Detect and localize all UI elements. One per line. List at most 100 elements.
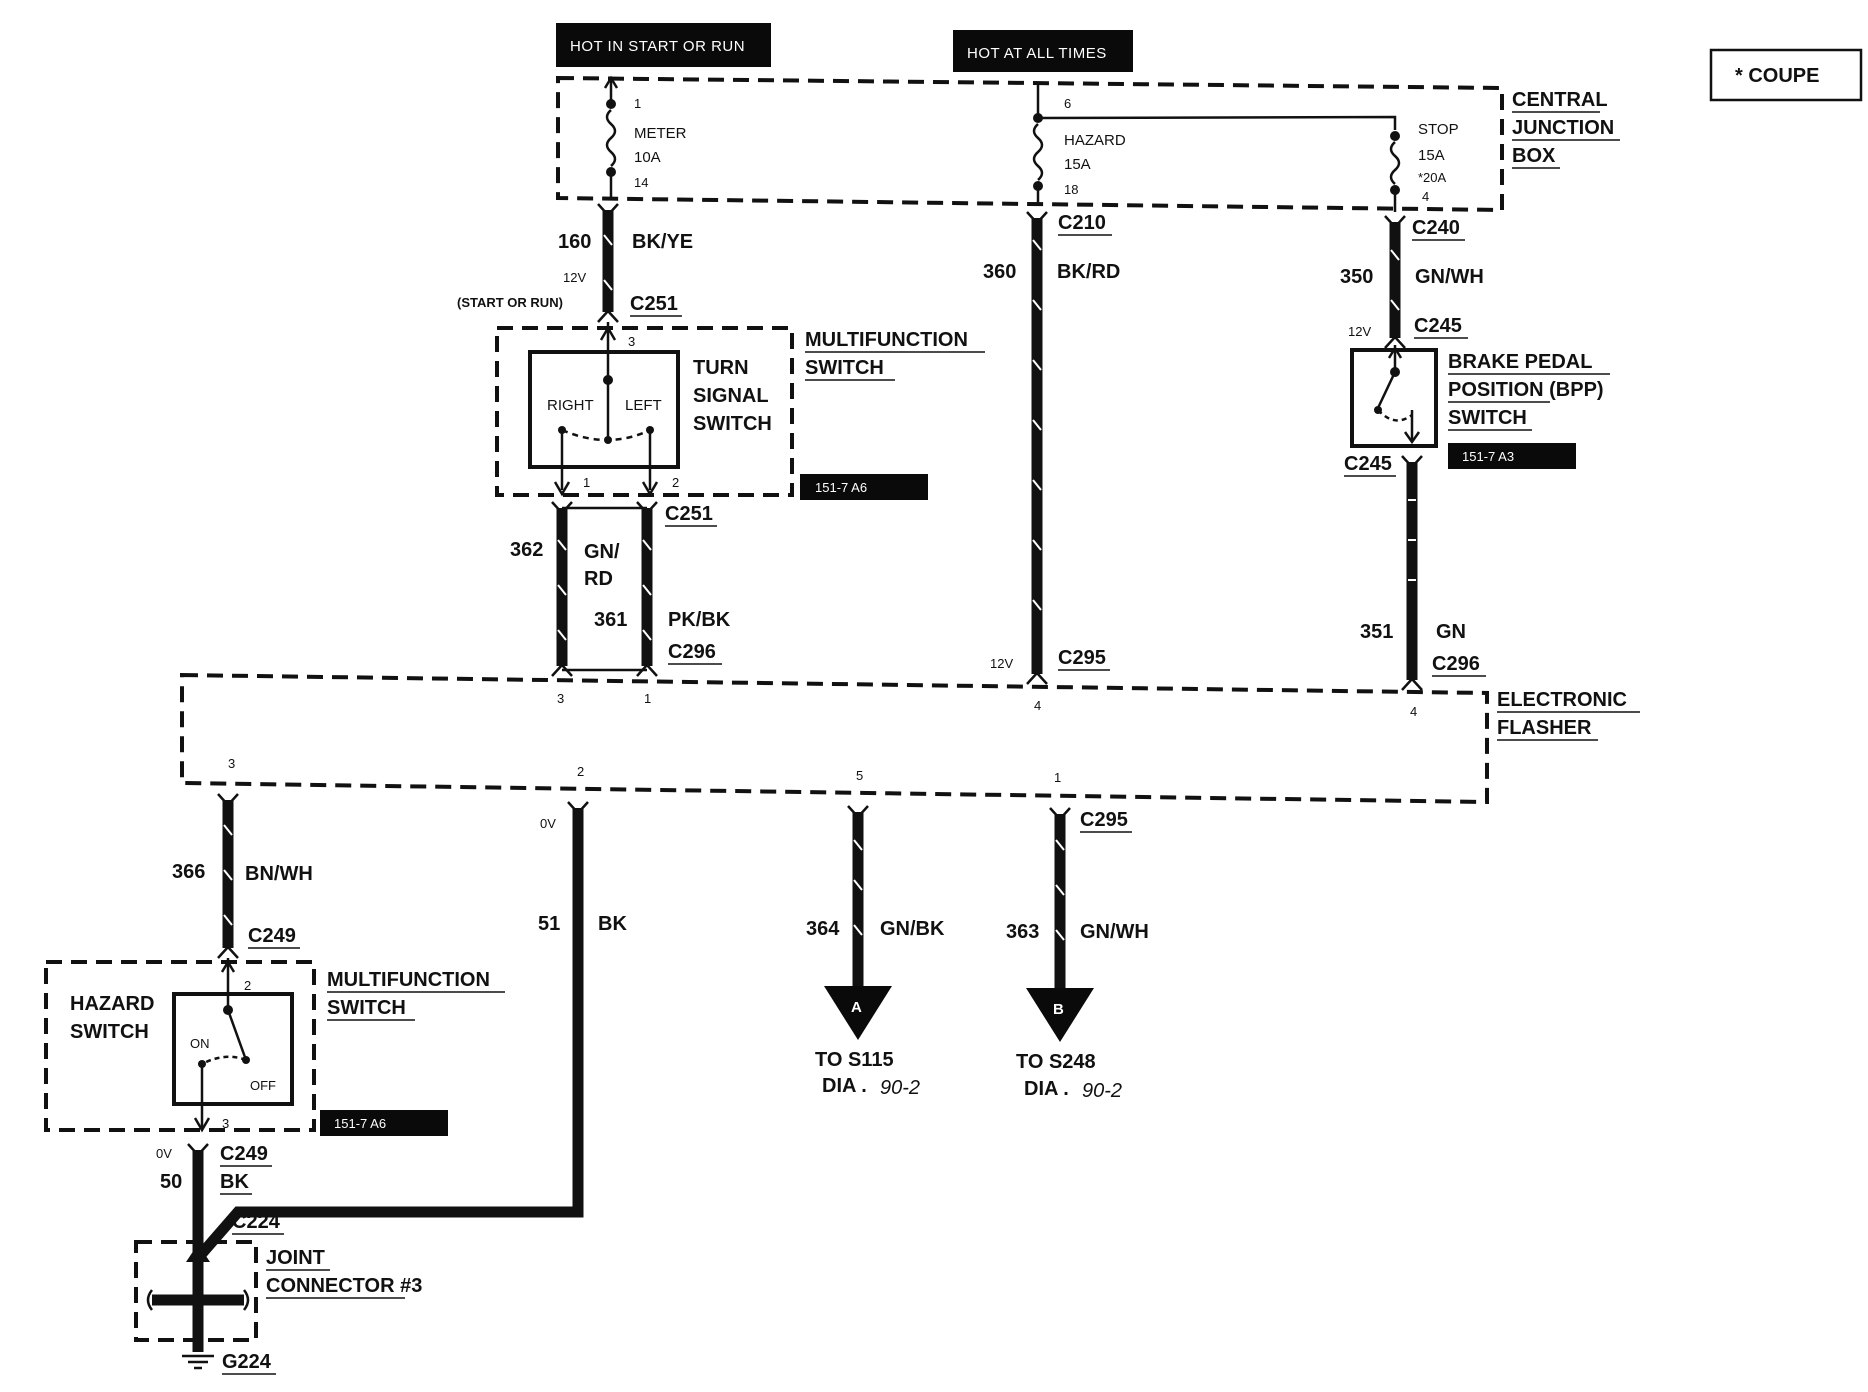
svg-text:BOX: BOX (1512, 145, 1556, 167)
connector-c249-bottom: C249 (220, 1143, 272, 1167)
flasher-pin-labels: 3 1 4 4 3 2 5 1 (228, 691, 1417, 785)
svg-text:BK: BK (220, 1171, 249, 1193)
wire-160: 160 BK/YE 12V (START OR RUN) (457, 203, 693, 323)
stop-fuse: STOP 15A *20A 4 (1389, 121, 1459, 212)
svg-text:160: 160 (558, 231, 591, 253)
wire-362: 362 GN/ RD (510, 501, 620, 677)
svg-text:CENTRAL: CENTRAL (1512, 89, 1608, 111)
svg-text:BK/YE: BK/YE (632, 231, 693, 253)
svg-text:C245: C245 (1344, 453, 1392, 475)
svg-text:MULTIFUNCTION: MULTIFUNCTION (805, 329, 968, 351)
svg-text:TO S115: TO S115 (815, 1049, 894, 1071)
wire-361: 361 PK/BK (594, 501, 731, 677)
connector-c249-top: C249 (248, 925, 300, 949)
svg-text:LEFT: LEFT (625, 397, 662, 414)
svg-text:C249: C249 (248, 925, 296, 947)
svg-text:G224: G224 (222, 1351, 272, 1373)
svg-text:2: 2 (577, 764, 584, 779)
svg-text:15A: 15A (1418, 147, 1445, 164)
svg-text:BK: BK (598, 913, 627, 935)
svg-text:2: 2 (244, 978, 251, 993)
svg-text:JUNCTION: JUNCTION (1512, 117, 1614, 139)
svg-text:361: 361 (594, 609, 627, 631)
joint-connector-internals (146, 1244, 250, 1370)
svg-text:BN/WH: BN/WH (245, 863, 313, 885)
svg-text:4: 4 (1034, 698, 1041, 713)
svg-text:1: 1 (583, 475, 590, 490)
svg-text:RIGHT: RIGHT (547, 397, 594, 414)
svg-text:151-7 A6: 151-7 A6 (334, 1116, 386, 1131)
svg-text:*20A: *20A (1418, 170, 1447, 185)
hazard-switch-internals: 2 ON OFF 3 (190, 958, 276, 1133)
hazard-switch-label: HAZARD SWITCH (70, 993, 154, 1043)
svg-text:C210: C210 (1058, 212, 1106, 234)
svg-text:4: 4 (1422, 189, 1429, 204)
svg-text:JOINT: JOINT (266, 1247, 325, 1269)
svg-text:SWITCH: SWITCH (70, 1021, 149, 1043)
connector-c245-bottom: C245 (1344, 453, 1396, 477)
hazard-ref-tag: 151-7 A6 (320, 1110, 448, 1136)
svg-text:STOP: STOP (1418, 121, 1459, 138)
svg-text:GN/BK: GN/BK (880, 918, 945, 940)
svg-text:MULTIFUNCTION: MULTIFUNCTION (327, 969, 490, 991)
connector-c224: C224 (232, 1211, 284, 1235)
svg-text:HOT IN START OR RUN: HOT IN START OR RUN (570, 38, 745, 55)
svg-text:C296: C296 (668, 641, 716, 663)
svg-text:POSITION (BPP): POSITION (BPP) (1448, 379, 1604, 401)
svg-text:2: 2 (672, 475, 679, 490)
meter-fuse: 1 METER 10A 14 (603, 75, 687, 200)
svg-text:12V: 12V (1348, 324, 1371, 339)
ground-g224: G224 (222, 1351, 276, 1375)
svg-text:CONNECTOR #3: CONNECTOR #3 (266, 1275, 422, 1297)
svg-text:HAZARD: HAZARD (1064, 132, 1126, 149)
svg-text:0V: 0V (156, 1146, 172, 1161)
svg-text:C296: C296 (1432, 653, 1480, 675)
svg-text:363: 363 (1006, 921, 1039, 943)
connector-c245-top: C245 (1414, 315, 1468, 339)
svg-text:10A: 10A (634, 149, 661, 166)
turn-signal-switch-label: TURN SIGNAL SWITCH (693, 357, 772, 435)
svg-text:PK/BK: PK/BK (668, 609, 731, 631)
svg-text:ON: ON (190, 1036, 210, 1051)
electronic-flasher-outline (180, 672, 1489, 805)
joint-connector-label: JOINT CONNECTOR #3 (266, 1247, 422, 1299)
svg-text:C295: C295 (1080, 809, 1128, 831)
wire-51: 0V 51 BK (193, 801, 627, 1262)
svg-text:GN/: GN/ (584, 541, 620, 563)
svg-text:90-2: 90-2 (1082, 1080, 1122, 1102)
connector-c251-top: C251 (630, 293, 682, 317)
hazard-fuse: 6 HAZARD 15A 18 (1032, 84, 1126, 206)
svg-text:C249: C249 (220, 1143, 268, 1165)
central-junction-box-label: CENTRAL JUNCTION BOX (1512, 89, 1620, 169)
wire-350: 350 GN/WH 12V (1340, 215, 1484, 349)
svg-text:(START OR RUN): (START OR RUN) (457, 295, 563, 310)
svg-text:GN: GN (1436, 621, 1466, 643)
turn-signal-ref-tag: 151-7 A6 (800, 474, 928, 500)
svg-text:1: 1 (644, 691, 651, 706)
connector-c251-bottom: C251 (665, 503, 717, 527)
svg-text:C251: C251 (665, 503, 713, 525)
svg-text:A: A (851, 999, 862, 1016)
svg-text:366: 366 (172, 861, 205, 883)
wire-363: 363 GN/WH (1006, 807, 1149, 990)
bpp-ref-tag: 151-7 A3 (1448, 443, 1576, 469)
svg-text:C240: C240 (1412, 217, 1460, 239)
svg-text:FLASHER: FLASHER (1497, 717, 1592, 739)
svg-text:DIA .: DIA . (822, 1075, 867, 1097)
svg-text:1: 1 (634, 96, 641, 111)
hazard-multifunction-label: MULTIFUNCTION SWITCH (327, 969, 505, 1021)
connector-c240: C240 (1412, 217, 1465, 241)
svg-text:351: 351 (1360, 621, 1393, 643)
svg-text:HOT AT ALL TIMES: HOT AT ALL TIMES (967, 45, 1107, 62)
electronic-flasher-label: ELECTRONIC FLASHER (1497, 689, 1640, 741)
svg-text:350: 350 (1340, 266, 1373, 288)
svg-text:GN/WH: GN/WH (1080, 921, 1149, 943)
svg-text:51: 51 (538, 913, 560, 935)
svg-text:SWITCH: SWITCH (805, 357, 884, 379)
svg-text:1: 1 (1054, 770, 1061, 785)
hazard-switch-box (172, 992, 294, 1106)
turn-signal-multifunction-outline (495, 326, 794, 497)
turn-signal-multifunction-label: MULTIFUNCTION SWITCH (805, 329, 985, 381)
svg-text:DIA .: DIA . (1024, 1078, 1069, 1100)
connector-c295-bottom: C295 (1080, 809, 1132, 833)
